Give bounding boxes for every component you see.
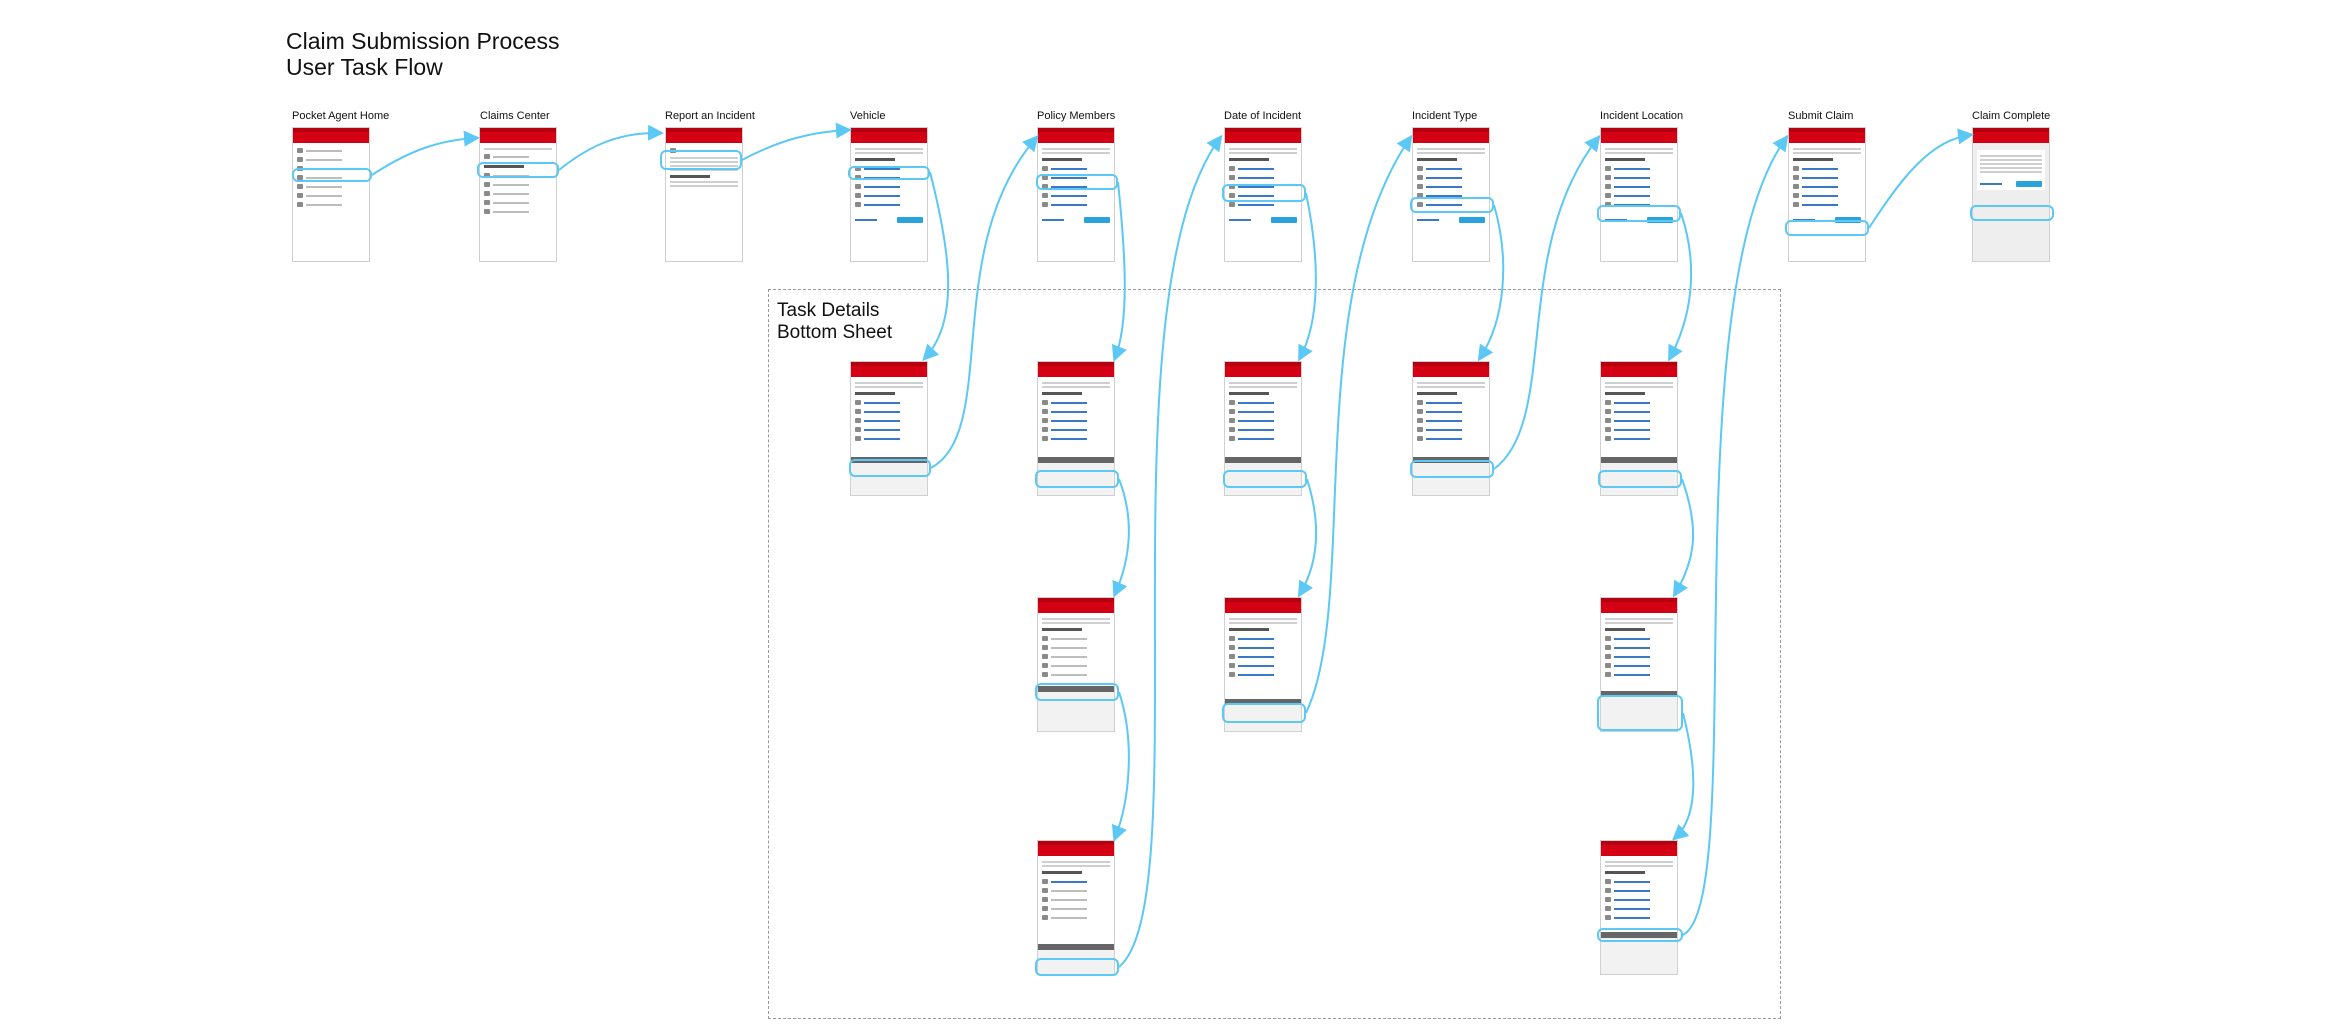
arrow-home-to-claims bbox=[371, 130, 480, 176]
sheet-date-1 bbox=[1224, 361, 1302, 496]
arrow-members-sheet2-to-3 bbox=[1111, 691, 1130, 842]
column-label-members: Policy Members bbox=[1037, 110, 1116, 122]
screen-claims-center bbox=[479, 127, 557, 262]
screen-claim-complete bbox=[1972, 127, 2050, 262]
highlight-date-row bbox=[1222, 184, 1306, 202]
highlight-report-claim bbox=[292, 168, 372, 182]
column-label-vehicle: Vehicle bbox=[850, 110, 886, 122]
sheet-members-2 bbox=[1037, 597, 1115, 732]
highlight-complete-button bbox=[1970, 205, 2054, 221]
arrow-type-to-sheet bbox=[1477, 204, 1505, 362]
highlight-sheet-location-2 bbox=[1597, 695, 1683, 731]
column-label-home: Pocket Agent Home bbox=[292, 110, 390, 122]
diagram-title: Claim Submission Process User Task Flow bbox=[286, 28, 560, 80]
highlight-type-row bbox=[1410, 197, 1494, 213]
arrow-date-to-type bbox=[1305, 134, 1413, 714]
arrow-type-to-location bbox=[1493, 134, 1601, 470]
arrow-vehicle-to-sheet bbox=[922, 171, 950, 361]
column-label-claims: Claims Center bbox=[480, 110, 550, 122]
sheet-members-1 bbox=[1037, 361, 1115, 496]
highlight-location-row bbox=[1597, 205, 1681, 222]
highlight-sheet-location-3 bbox=[1597, 928, 1683, 942]
diagram-title-line2: User Task Flow bbox=[286, 54, 443, 80]
sheet-members-3 bbox=[1037, 840, 1115, 975]
arrow-members-to-sheet bbox=[1111, 181, 1127, 362]
highlight-sheet-type-1 bbox=[1410, 460, 1494, 478]
highlight-vehicle-row bbox=[848, 166, 930, 180]
highlight-sheet-vehicle bbox=[849, 459, 931, 477]
arrow-report-to-vehicle bbox=[741, 122, 852, 161]
arrow-members-sheet1-to-2 bbox=[1112, 478, 1130, 598]
highlight-report-accident bbox=[477, 162, 559, 178]
sheet-location-1 bbox=[1600, 361, 1678, 496]
arrow-date-to-sheet bbox=[1298, 192, 1317, 362]
screen-vehicle bbox=[850, 127, 928, 262]
highlight-submit-button bbox=[1785, 220, 1869, 236]
arrow-claims-to-report bbox=[558, 124, 664, 171]
column-label-type: Incident Type bbox=[1412, 110, 1478, 122]
highlight-sheet-location-1 bbox=[1598, 470, 1682, 488]
column-label-complete: Claim Complete bbox=[1972, 110, 2051, 122]
screen-pocket-agent-home bbox=[292, 127, 370, 262]
arrow-sheet-vehicle-to-members bbox=[930, 134, 1039, 469]
column-label-location: Incident Location bbox=[1600, 110, 1684, 122]
diagram-title-line1: Claim Submission Process bbox=[286, 28, 560, 54]
task-details-title: Task Details Bottom Sheet bbox=[777, 300, 892, 344]
sheet-location-2 bbox=[1600, 597, 1678, 732]
highlight-sheet-members-2 bbox=[1035, 683, 1119, 701]
screen-date-of-incident bbox=[1224, 127, 1302, 262]
highlight-sheet-members-1 bbox=[1035, 470, 1119, 488]
screen-submit-claim bbox=[1788, 127, 1866, 262]
arrow-members-to-date bbox=[1118, 134, 1223, 968]
highlight-sheet-date-2 bbox=[1222, 703, 1306, 723]
sheet-location-3 bbox=[1600, 840, 1678, 975]
arrow-date-sheet1-to-2 bbox=[1297, 478, 1317, 598]
highlight-report-an-accident bbox=[660, 150, 742, 170]
highlight-sheet-members-3 bbox=[1035, 958, 1119, 976]
highlight-sheet-date-1 bbox=[1223, 470, 1307, 488]
arrow-submit-to-complete bbox=[1868, 128, 1974, 229]
arrow-location-sheet1-to-2 bbox=[1672, 478, 1695, 598]
task-details-region bbox=[768, 289, 1781, 1019]
arrow-location-sheet2-to-3 bbox=[1672, 712, 1695, 841]
column-label-date: Date of Incident bbox=[1224, 110, 1302, 122]
screen-report-incident bbox=[665, 127, 743, 262]
arrow-location-to-submit bbox=[1682, 134, 1789, 936]
column-label-submit: Submit Claim bbox=[1788, 110, 1854, 122]
arrow-location-to-sheet bbox=[1668, 212, 1693, 362]
column-label-report: Report an Incident bbox=[665, 110, 755, 122]
screen-incident-type bbox=[1412, 127, 1490, 262]
screen-policy-members bbox=[1037, 127, 1115, 262]
highlight-members-row bbox=[1036, 174, 1118, 190]
task-details-title-line2: Bottom Sheet bbox=[777, 322, 893, 343]
task-details-title-line1: Task Details bbox=[777, 300, 880, 321]
